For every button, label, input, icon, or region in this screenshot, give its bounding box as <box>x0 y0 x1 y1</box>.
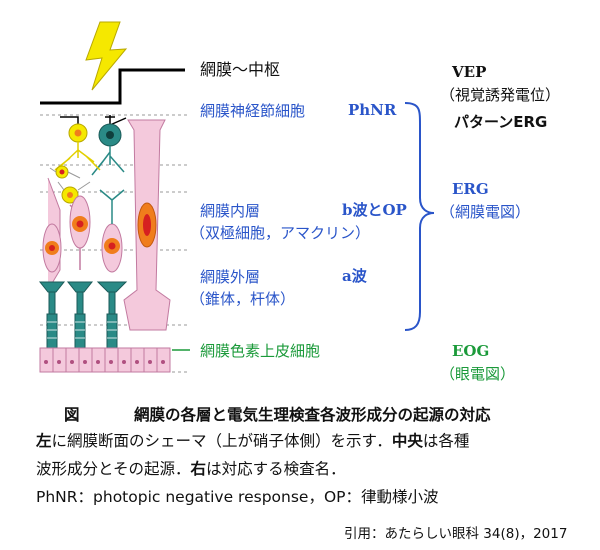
layer-inner-sub: （双極細胞，アマクリン） <box>190 224 371 242</box>
caption-line-1: 左に網膜断面のシェーマ（上が硝子体側）を示す．中央は各種 <box>36 428 469 454</box>
wave-phnr: PhNR <box>348 101 397 119</box>
stimulus-line <box>40 68 185 105</box>
caption-center-word: 中央 <box>391 432 423 450</box>
test-vep-title: VEP <box>452 63 487 81</box>
ganglion-cell-teal <box>91 115 127 176</box>
layer-outer-label: 網膜外層 <box>200 268 261 286</box>
test-erg-title: ERG <box>452 180 489 198</box>
ganglion-cell-yellow <box>54 116 101 171</box>
amacrine-cells <box>49 165 91 204</box>
retina-schematic <box>38 21 435 373</box>
pigment-epithelium <box>39 347 171 373</box>
citation: 引用：あたらしい眼科 34(8)，2017 <box>344 526 568 542</box>
caption-left-word: 左 <box>36 432 52 450</box>
figure-number: 図 <box>64 406 80 424</box>
wave-b-op: b波とOP <box>342 201 407 219</box>
photoreceptor-segments <box>38 281 128 349</box>
stimulus-label: 網膜〜中枢 <box>200 60 281 79</box>
wave-a: a波 <box>342 267 367 285</box>
test-vep-line1: （視覚誘発電位） <box>440 86 561 104</box>
test-erg-line1: （網膜電図） <box>440 203 531 221</box>
layer-inner-label: 網膜内層 <box>200 202 261 220</box>
caption-line-2: 波形成分とその起源．右は対応する検査名． <box>36 456 346 482</box>
test-eog-line1: （眼電図） <box>440 365 516 383</box>
lightning-bolt-icon <box>85 21 128 91</box>
caption-text-1b: は各種 <box>422 432 470 450</box>
layer-rpe-label: 網膜色素上皮細胞 <box>200 342 321 360</box>
caption-text-2b: は対応する検査名． <box>206 460 346 478</box>
layer-ganglion-label: 網膜神経節細胞 <box>200 102 306 120</box>
pink-cell <box>123 119 171 331</box>
caption-text-1a: に網膜断面のシェーマ（上が硝子体側）を示す． <box>51 432 392 450</box>
caption-line-3: PhNR：photopic negative response，OP：律動様小波 <box>36 488 439 506</box>
figure-title: 網膜の各層と電気生理検査各波形成分の起源の対応 <box>134 406 491 424</box>
layer-outer-sub: （錐体，杆体） <box>190 290 296 308</box>
caption-right-word: 右 <box>190 460 207 478</box>
bipolar-and-cone-cells <box>42 177 125 291</box>
test-eog-title: EOG <box>452 342 490 360</box>
caption-text-2a: 波形成分とその起源． <box>36 460 191 478</box>
brace-icon <box>404 102 435 331</box>
test-vep-line2: パターンERG <box>454 113 548 131</box>
